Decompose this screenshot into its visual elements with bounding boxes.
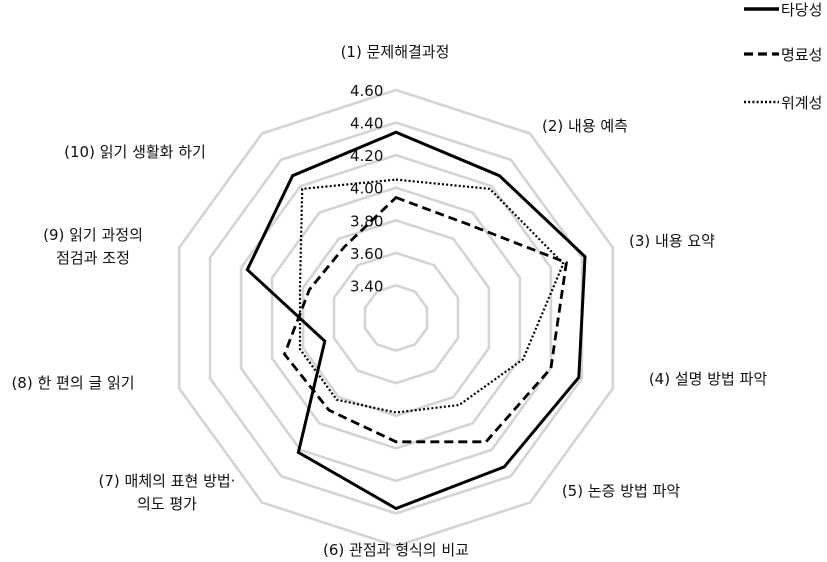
axis-label: (4) 설명 방법 파악 xyxy=(649,370,768,388)
axis-label: (7) 매체의 표현 방법·의도 평가 xyxy=(99,472,236,513)
axis-label: (3) 내용 요약 xyxy=(629,232,715,250)
axis-label: (1) 문제해결과정 xyxy=(341,43,450,61)
axis-label: (2) 내용 예측 xyxy=(542,117,628,135)
legend-label: 타당성 xyxy=(781,1,822,19)
tick-label: 4.00 xyxy=(350,180,383,198)
radar-grid xyxy=(177,88,615,548)
grid-ring-3.80 xyxy=(301,218,491,418)
grid-ring-4.60 xyxy=(177,88,615,548)
axis-label: (10) 읽기 생활화 하기 xyxy=(64,143,206,161)
radial-tick-labels: 3.40 3.60 3.80 4.00 4.20 4.40 4.60 xyxy=(350,82,383,295)
tick-label: 4.60 xyxy=(350,82,383,100)
axis-label: (6) 관점과 형식의 비교 xyxy=(323,541,469,559)
tick-label: 3.80 xyxy=(350,212,383,230)
grid-ring-4.00 xyxy=(270,186,522,450)
axis-label: (5) 논증 방법 파악 xyxy=(562,482,681,500)
legend-label: 위계성 xyxy=(781,94,822,112)
series-lines xyxy=(245,130,587,511)
grid-ring-4.40 xyxy=(208,121,584,515)
legend-label: 명료성 xyxy=(781,46,822,64)
tick-label: 3.60 xyxy=(350,245,383,263)
series-line-명료성 xyxy=(282,195,568,444)
axis-labels: (1) 문제해결과정 (2) 내용 예측 (3) 내용 요약 (4) 설명 방법 파악… xyxy=(11,43,767,559)
grid-ring-3.40 xyxy=(363,284,429,352)
tick-label: 4.40 xyxy=(350,115,383,133)
axis-label: (8) 한 편의 글 읽기 xyxy=(11,374,134,392)
tick-label: 4.20 xyxy=(350,147,383,165)
tick-label: 3.40 xyxy=(350,277,383,295)
grid-ring-3.60 xyxy=(332,251,460,385)
series-line-타당성 xyxy=(245,130,587,511)
series-line-위계성 xyxy=(298,178,565,414)
